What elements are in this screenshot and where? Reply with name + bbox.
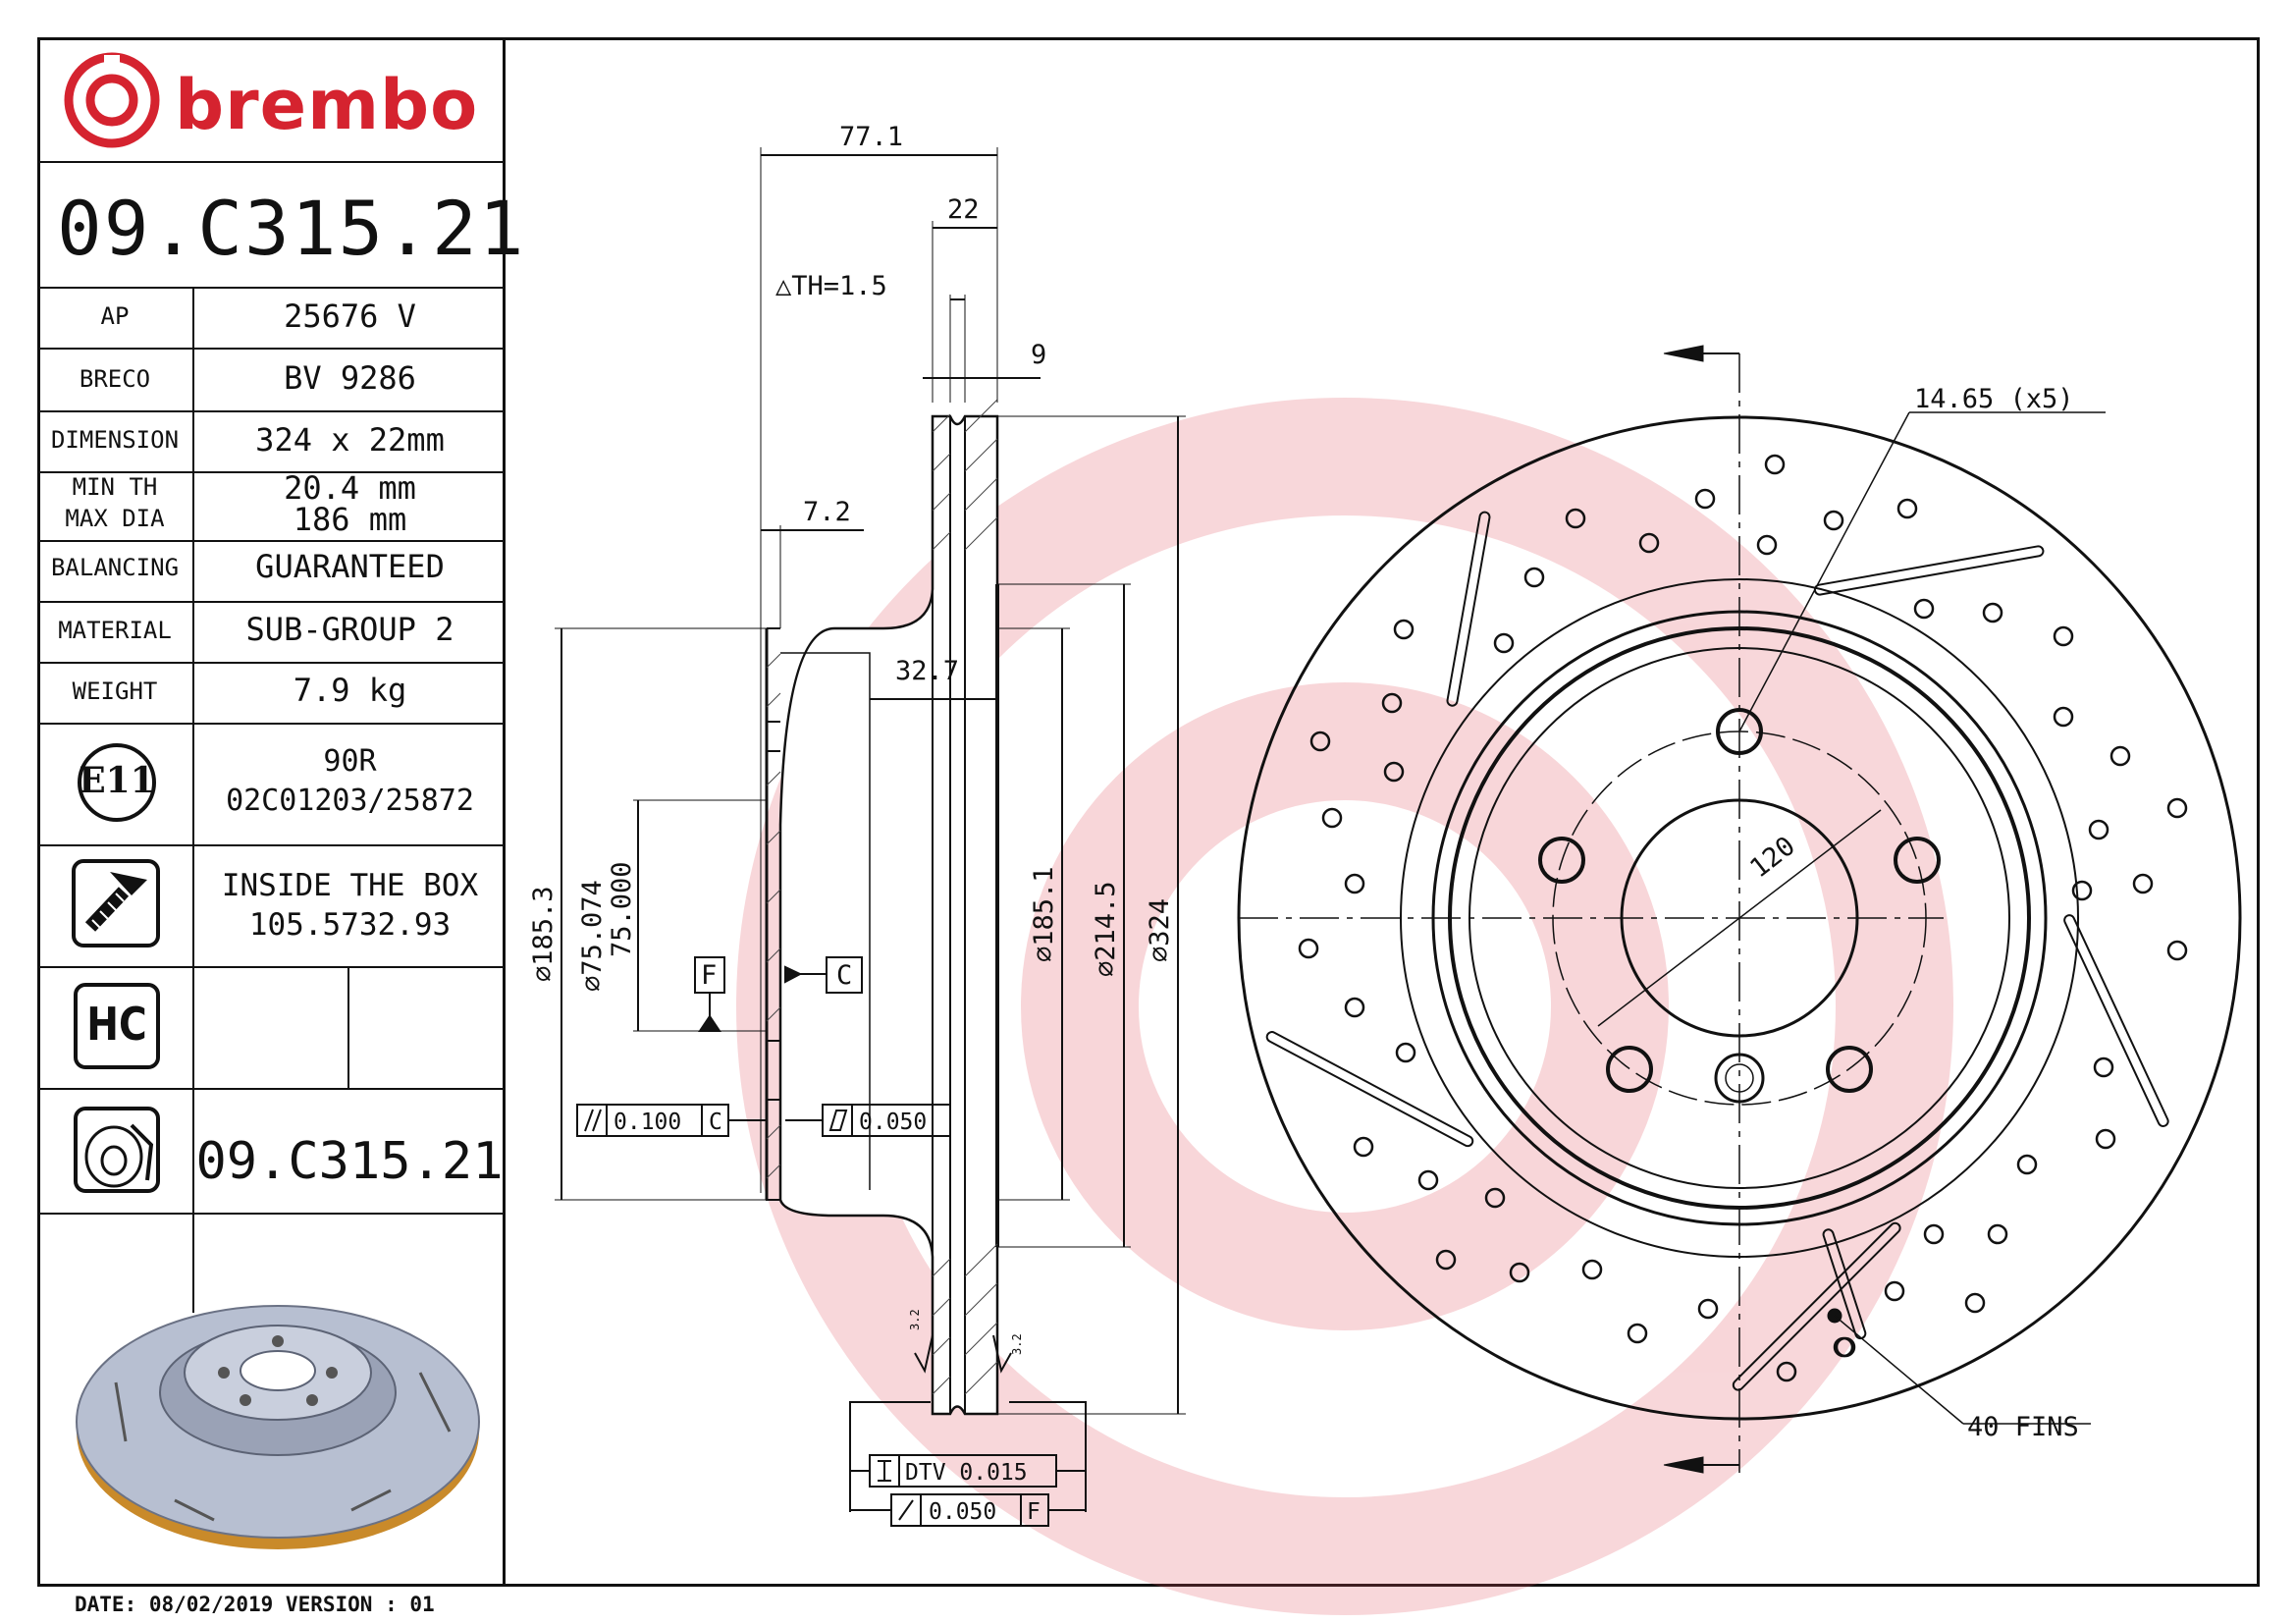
dim-22: 22 (947, 194, 980, 225)
inside-box-title: INSIDE THE BOX (221, 868, 479, 903)
fins-label: 40 FINS (1967, 1412, 2079, 1442)
dim-bolt-hole: 14.65 (x5) (1914, 384, 2074, 414)
dim-75-000: 75.000 (607, 861, 637, 957)
e-mark-text: E11 (79, 760, 155, 801)
part-number: 09.C315.21 (57, 185, 526, 272)
datum-c: C (836, 960, 852, 991)
roughness-left: 3.2 (908, 1309, 922, 1330)
tol-flat-value: 0.050 (859, 1110, 927, 1135)
disc-icon (74, 1107, 160, 1193)
brembo-logo-icon (64, 52, 160, 148)
dim-77-1: 77.1 (839, 122, 903, 152)
dim-pcd-120: 120 (1744, 831, 1801, 884)
section-profile (765, 414, 999, 1416)
spec-label-balancing: BALANCING (50, 554, 180, 581)
spec-value-breco: BV 9286 (284, 359, 416, 397)
spec-label-dimension: DIMENSION (50, 426, 180, 454)
dim-9: 9 (1031, 340, 1046, 370)
spec-label-ap: AP (100, 302, 130, 330)
dim-32-7: 32.7 (895, 656, 959, 686)
homologation-line2: 02C01203/25872 (226, 784, 474, 818)
datum-f: F (701, 960, 717, 991)
homologation-line1: 90R (323, 744, 377, 779)
inside-box-code: 105.5732.93 (248, 907, 452, 943)
center-bore (1620, 798, 1859, 1038)
front-view (1237, 345, 2242, 1474)
dim-185-1: ⌀185.1 (1029, 866, 1059, 962)
spec-value-ap: 25676 V (284, 298, 416, 335)
spec-value-material: SUB-GROUP 2 (245, 611, 454, 648)
spec-label-min-th: MIN TH (72, 473, 158, 501)
tol-runout-value: 0.050 (929, 1499, 996, 1525)
spec-label-max-dia: MAX DIA (65, 505, 165, 532)
footer-date: DATE: 08/02/2019 VERSION : 01 (75, 1593, 435, 1616)
tol-parallel-datum: C (709, 1110, 722, 1135)
section-dimension-labels: 77.1 22 △TH=1.5 9 7.2 32.7 ⌀185.3 ⌀75.07… (528, 122, 1175, 1525)
dim-214-5: ⌀214.5 (1091, 881, 1121, 977)
hc-mark: HC (86, 998, 147, 1051)
tol-dtv: DTV 0.015 (905, 1460, 1028, 1486)
e-mark-icon (78, 743, 156, 822)
spec-value-min-th: 20.4 mm (284, 469, 416, 507)
spec-value-weight: 7.9 kg (293, 672, 407, 709)
spec-value-dimension: 324 x 22mm (255, 421, 445, 459)
dim-75-074: ⌀75.074 (577, 880, 608, 992)
hc-box-icon (74, 983, 160, 1069)
dim-th: △TH=1.5 (775, 271, 887, 301)
tol-runout-datum: F (1027, 1499, 1041, 1525)
outer-rim (1237, 415, 2242, 1421)
dim-185-3: ⌀185.3 (528, 886, 559, 982)
disc-product-render (76, 1305, 480, 1549)
vent-slots (1265, 511, 2169, 1391)
section-view (555, 147, 1186, 1527)
drawing-frame (37, 37, 2260, 1587)
spec-label-material: MATERIAL (58, 617, 172, 644)
screw-icon (72, 859, 160, 947)
dim-7-2: 7.2 (803, 497, 851, 527)
dim-324: ⌀324 (1145, 898, 1175, 962)
spec-value-max-dia: 186 mm (293, 501, 407, 538)
spec-label-weight: WEIGHT (72, 677, 158, 705)
section-hatch (766, 399, 998, 1395)
spec-label-breco: BRECO (79, 365, 151, 393)
bolt-holes (1538, 708, 1941, 1093)
tol-parallel-value: 0.100 (614, 1110, 681, 1135)
drill-holes (1298, 454, 2188, 1382)
brand-name: brembo (175, 65, 479, 145)
spec-value-balancing: GUARANTEED (255, 548, 445, 585)
roughness-right: 3.2 (1010, 1333, 1024, 1355)
info-panel: brembo 09.C315.21 AP 25676 V BRECO BV 92… (37, 37, 524, 1587)
disc-icon-code: 09.C315.21 (195, 1132, 504, 1191)
